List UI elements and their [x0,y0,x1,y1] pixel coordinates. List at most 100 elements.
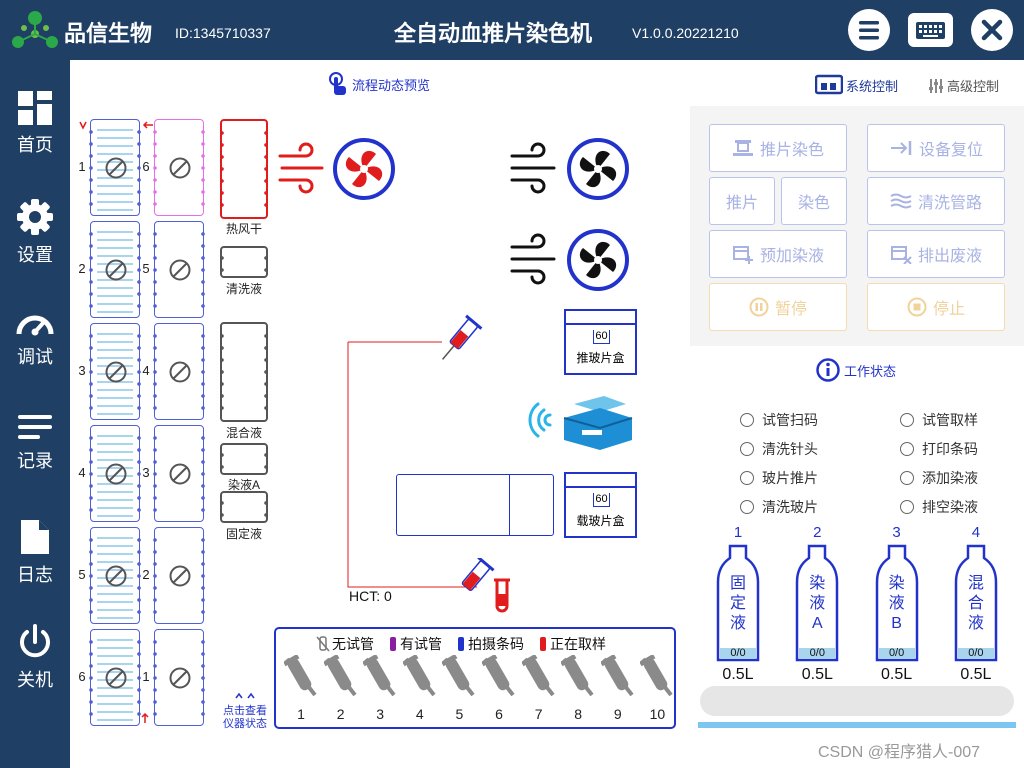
computer-icon [815,74,843,95]
keyboard-button[interactable] [908,13,953,47]
stop-button[interactable]: 停止 [867,283,1005,331]
reagent-bottle[interactable]: 混 合 液 0/0 [954,544,998,664]
slide-rack[interactable] [89,119,141,216]
bottle-number: 3 [892,524,901,541]
reagent-bottle[interactable]: 染 液 B 0/0 [875,544,919,664]
mix-label: 混合液 [225,426,262,440]
hand-pointer-icon [329,72,346,95]
tube-slot[interactable] [520,653,556,711]
stain-a-label: 染液A [227,478,260,492]
close-icon [981,19,1003,41]
staining-slot[interactable] [153,425,205,522]
status-radio [900,413,914,427]
status-item: 试管扫码 [740,410,818,430]
device-reset-button[interactable]: 设备复位 [867,124,1005,172]
stain-button[interactable]: 染色 [781,177,847,225]
stain-label: 染色 [797,195,830,212]
tube-legend: 无试管 有试管 拍摄条码 正在取样 [316,634,606,654]
bottle-icon [954,544,998,662]
bottle-name-char: 染 [809,575,826,592]
advanced-control-tab[interactable]: 高级控制 [928,76,999,95]
sidebar-item-home[interactable]: 首页 [0,90,70,157]
tube-slot[interactable] [401,653,437,711]
scan-tube-icon [458,637,464,651]
mix-bath[interactable] [220,322,268,422]
rack-number: 1 [78,159,86,174]
pause-button[interactable]: 暂停 [709,283,847,331]
status-radio [740,471,754,485]
slide-rack[interactable] [89,527,141,624]
arrow-down-icon [79,121,87,130]
status-item: 添加染液 [900,468,978,488]
staining-slot[interactable] [153,119,205,216]
slide-rack[interactable] [89,221,141,318]
tube-slot[interactable] [441,653,476,711]
sidebar-item-settings[interactable]: 设置 [0,198,70,267]
tube-slot[interactable] [283,653,318,711]
device-id: ID:1345710337 [175,25,271,41]
no-tube-icon [481,653,515,697]
power-icon [20,624,50,658]
wash-bath[interactable] [220,246,268,278]
rack-number: 6 [78,669,86,684]
discharge-button[interactable]: 排出废液 [867,230,1005,278]
tube-number: 10 [649,706,666,722]
slide-rack[interactable] [89,425,141,522]
bottle-number: 1 [733,524,743,541]
push-button[interactable]: 推片 [709,177,775,225]
reagent-bottle[interactable]: 固 定 液 0/0 [716,544,760,664]
gear-icon [17,199,53,235]
clean-pipe-button[interactable]: 清洗管路 [867,177,1005,225]
add-tray-icon [732,246,753,264]
staining-slot[interactable] [153,221,205,318]
system-control-tab[interactable]: 系统控制 [815,74,898,96]
printer-icon [528,396,633,450]
status-label: 试管取样 [922,412,978,428]
reagent-bottle[interactable]: 染 液 A 0/0 [795,544,839,664]
close-button[interactable] [971,9,1013,51]
pre-add-button[interactable]: 预加染液 [709,230,847,278]
fix-bath[interactable] [220,491,268,523]
tube-slot[interactable] [481,653,516,711]
sampling-tube-icon [540,637,546,651]
disabled-icon [105,463,127,485]
status-radio [740,413,754,427]
legend-has-tube: 有试管 [400,636,442,652]
sidebar-item-label: 首页 [17,135,53,155]
staining-slot[interactable] [153,527,205,624]
sidebar-item-log[interactable]: 日志 [0,518,70,587]
sidebar-item-label: 记录 [17,451,53,471]
slide-rack[interactable] [89,323,141,420]
status-item: 试管取样 [900,410,978,430]
tube-slot[interactable] [322,653,358,711]
keyboard-icon [916,22,945,39]
menu-button[interactable] [848,9,890,51]
status-item: 清洗针头 [740,439,818,459]
stain-a-bath[interactable] [220,443,268,475]
slide-rack[interactable] [89,629,141,726]
flow-preview-link[interactable]: 流程动态预览 [328,72,430,96]
staining-slot[interactable] [153,323,205,420]
tube-slot[interactable] [599,653,635,711]
bottle-icon [796,544,839,662]
sidebar-item-shutdown[interactable]: 关机 [0,623,70,692]
sidebar-item-records[interactable]: 记录 [0,412,70,473]
view-status-link[interactable]: 点击查看 仪器状态 [220,678,270,744]
push-stain-button[interactable]: 推片染色 [709,124,847,172]
staining-slot[interactable] [153,629,205,726]
tube-slot[interactable] [639,653,674,711]
no-tube-icon [520,653,555,697]
tube-slot[interactable] [362,653,397,711]
disabled-icon [105,259,127,281]
sidebar-item-debug[interactable]: 调试 [0,310,70,369]
logo-icon [12,11,58,48]
bottle-name-char: A [811,615,823,632]
stop-icon [907,297,927,317]
progress-line [698,722,1016,728]
legend-sampling: 正在取样 [550,636,606,652]
load-slide-box[interactable]: 60 载玻片盒 [564,472,637,538]
lines-icon [18,415,52,439]
push-slide-box[interactable]: 60 推玻片盒 [564,309,637,375]
hot-air-dryer-bath[interactable] [220,119,268,219]
tube-slot[interactable] [560,653,595,711]
